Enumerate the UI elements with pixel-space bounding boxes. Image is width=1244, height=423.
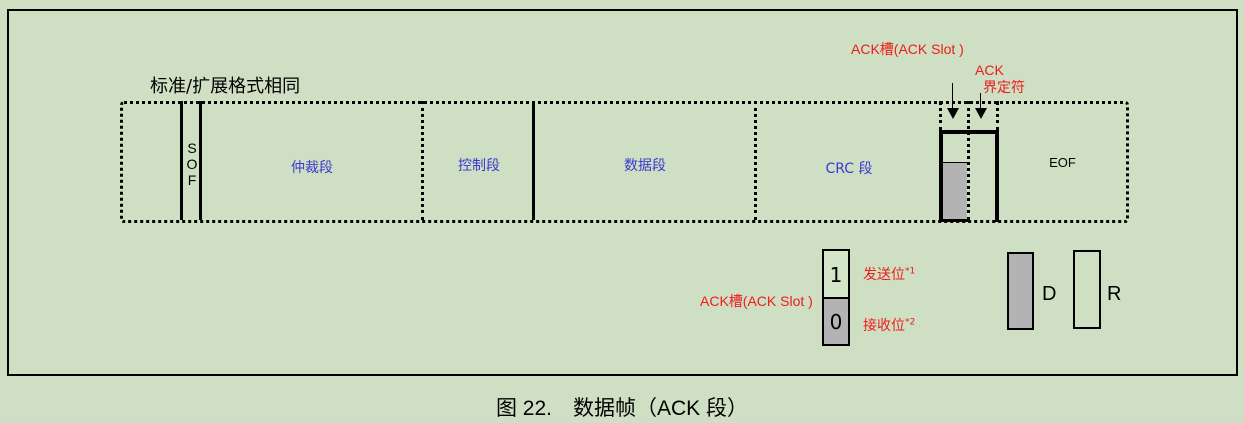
- sof-left-border: [180, 101, 183, 220]
- legend-recessive-label: R: [1107, 283, 1122, 305]
- bit-send-value: 1: [829, 263, 843, 287]
- ack-slot-arrow-icon: [947, 108, 959, 119]
- divider-arb-ctrl: [421, 101, 424, 220]
- legend-bit-send: 1: [822, 249, 850, 299]
- legend-bit-receive: 0: [822, 297, 850, 346]
- segment-crc: CRC 段: [825, 161, 873, 177]
- ack-delimiter-annotation-line1: ACK: [975, 62, 1004, 78]
- sof-char-s: S: [187, 140, 197, 156]
- segment-data: 数据段: [624, 158, 666, 174]
- ack-delim-right-dash: [996, 101, 999, 131]
- diagram-frame: [7, 9, 1238, 376]
- legend-ack-slot-label: ACK槽(ACK Slot ): [700, 293, 813, 309]
- ack-slot-dominant-fill: [943, 162, 967, 219]
- ack-delim-arrow-shaft: [980, 93, 981, 108]
- divider-data-crc: [754, 101, 757, 220]
- ack-slot-left-dash: [939, 101, 942, 131]
- legend-send-label: 发送位*1: [863, 264, 915, 284]
- ack-delim-right-border: [995, 130, 999, 222]
- ack-slot-bottom-border: [939, 218, 969, 222]
- segment-arbitration: 仲裁段: [291, 160, 333, 176]
- ack-top-bar: [939, 130, 999, 134]
- divider-ctrl-data: [532, 101, 535, 220]
- receive-label-text: 接收位: [863, 318, 905, 334]
- legend-receive-label: 接收位*2: [863, 315, 915, 335]
- sof-char-o: O: [186, 156, 198, 172]
- legend-recessive-box: [1073, 250, 1101, 329]
- segment-eof: EOF: [1049, 155, 1076, 170]
- sof-char-f: F: [187, 172, 197, 188]
- diagram-title: 标准/扩展格式相同: [150, 76, 301, 97]
- ack-slot-left-border: [939, 130, 943, 222]
- ack-slot-annotation: ACK槽(ACK Slot ): [851, 41, 964, 57]
- ack-delim-arrow-icon: [975, 108, 987, 119]
- send-note: *1: [905, 266, 916, 277]
- ack-slot-arrow-shaft: [952, 83, 953, 108]
- ack-slot-right-dash: [967, 101, 970, 220]
- segment-sof: S O F: [184, 140, 200, 188]
- legend-dominant-label: D: [1042, 283, 1057, 305]
- segment-control: 控制段: [458, 158, 500, 174]
- frame-strip: [120, 101, 1129, 223]
- sof-right-border: [199, 101, 202, 220]
- legend-dominant-box: [1007, 252, 1034, 330]
- send-label-text: 发送位: [863, 267, 905, 283]
- ack-delimiter-annotation-line2: 界定符: [983, 80, 1025, 96]
- figure-caption: 图 22. 数据帧（ACK 段）: [495, 397, 749, 420]
- bit-receive-value: 0: [829, 310, 843, 334]
- receive-note: *2: [905, 317, 916, 328]
